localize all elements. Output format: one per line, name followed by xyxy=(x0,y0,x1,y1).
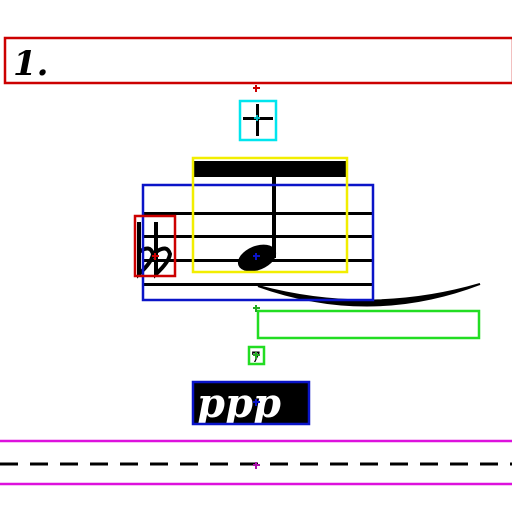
measure-number-box xyxy=(3,36,512,85)
dashed-line-box xyxy=(0,439,512,486)
dynamic-marking: ppp xyxy=(197,380,281,427)
dynamic-box: ppp xyxy=(193,380,309,427)
staff-box xyxy=(141,183,375,302)
dynamic-outline-box xyxy=(191,380,311,426)
cross-box xyxy=(238,99,278,142)
center-markers xyxy=(152,85,260,469)
note-stem xyxy=(272,161,276,258)
slur-box xyxy=(256,309,481,340)
slur xyxy=(257,283,481,307)
double-flat-box xyxy=(133,214,177,278)
measure-number: 1. xyxy=(13,44,49,84)
beam xyxy=(193,161,347,177)
annotations xyxy=(0,36,512,486)
beam-box xyxy=(191,156,349,274)
small-mark-box xyxy=(247,345,266,366)
notation: 1. 7 ppp xyxy=(0,44,512,466)
